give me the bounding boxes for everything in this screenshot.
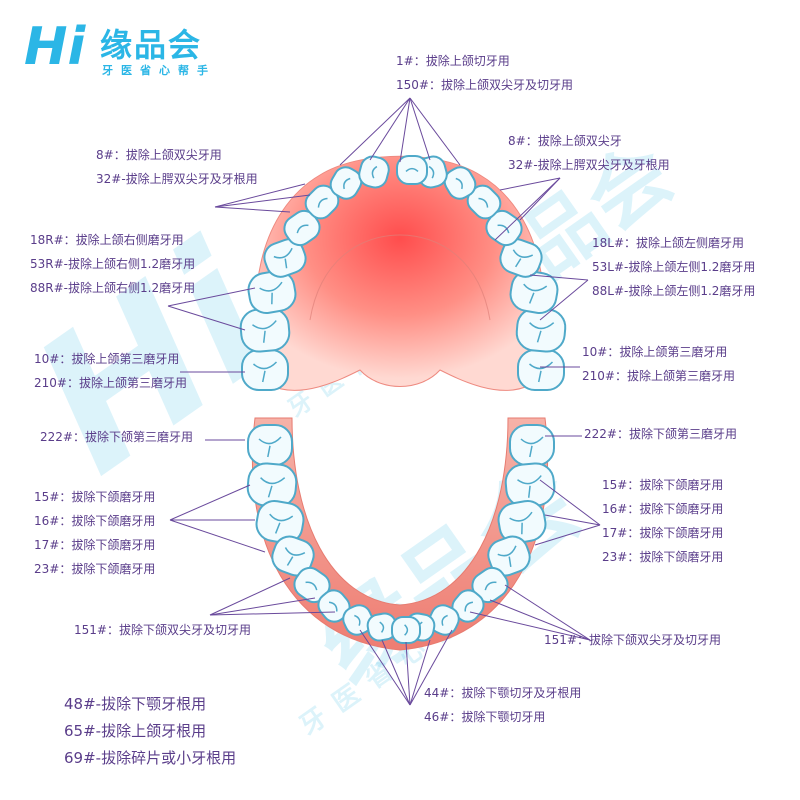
label-8-left: 8#：拔除上颌双尖牙用	[96, 148, 222, 162]
lower-tooth-center	[391, 616, 421, 644]
leader-r151-3	[469, 611, 591, 641]
leader-ulm-2	[167, 305, 246, 331]
label-210-right: 210#：拔除上颌第三磨牙用	[582, 369, 735, 383]
leader-ul-3	[214, 194, 311, 208]
leader-bottom-3	[409, 639, 431, 706]
label-210-left: 210#：拔除上颌第三磨牙用	[34, 376, 187, 390]
label-32-left: 32#-拔除上腭双尖牙及牙根用	[96, 172, 258, 186]
leader-llm-3	[169, 519, 266, 553]
label-18L: 18L#：拔除上颌左侧磨牙用	[592, 236, 745, 250]
label-53L: 53L#-拔除上颌左侧1.2磨牙用	[592, 260, 756, 274]
label-151-right: 151#：拔除下颌双尖牙及切牙用	[544, 633, 721, 647]
leader-ur-3	[494, 177, 561, 241]
label-150: 150#：拔除上颌双尖牙及切牙用	[396, 78, 573, 92]
lower-tooth-right-1	[509, 424, 555, 466]
leader-bottom-2	[405, 641, 411, 706]
label-23-left: 23#：拔除下颌磨牙用	[34, 562, 156, 576]
leader-r151-2	[489, 599, 591, 641]
label-16-right: 16#：拔除下颌磨牙用	[602, 502, 724, 516]
lower-tooth-left-3	[255, 499, 305, 545]
leader-ur-1	[499, 177, 561, 191]
leader-ulm-1	[167, 287, 256, 307]
upper-tooth-right-3	[509, 269, 559, 315]
label-16-left: 16#：拔除下颌磨牙用	[34, 514, 156, 528]
label-18R: 18R#：拔除上颌右侧磨牙用	[30, 233, 184, 247]
leader-lrm-1	[539, 479, 601, 526]
note-65: 65#-拔除上颌牙根用	[64, 722, 207, 740]
upper-tooth-left-7	[329, 166, 363, 200]
leader-top-1	[369, 97, 411, 161]
lower-tooth-right-2	[504, 462, 556, 508]
label-15-right: 15#：拔除下颌磨牙用	[602, 478, 724, 492]
leader-ul-1	[214, 183, 306, 208]
label-46: 46#：拔除下颚切牙用	[424, 710, 546, 724]
label-222-left: 222#：拔除下颌第三磨牙用	[40, 430, 193, 444]
lower-tooth-left-5	[293, 566, 331, 604]
label-44: 44#：拔除下颚切牙及牙根用	[424, 686, 582, 700]
label-53R: 53R#-拔除上颌右侧1.2磨牙用	[30, 257, 196, 271]
logo-mark-text: Hi	[24, 17, 87, 76]
label-17-right: 17#：拔除下颌磨牙用	[602, 526, 724, 540]
leader-bottom-1	[381, 639, 411, 706]
palate-ridge	[309, 234, 491, 321]
leader-urm-2	[539, 279, 589, 321]
label-32-right: 32#-拔除上腭双尖牙及牙根用	[508, 158, 670, 172]
leader-top-3	[409, 97, 431, 161]
label-23-right: 23#：拔除下颌磨牙用	[602, 550, 724, 564]
leader-llm-1	[169, 484, 251, 521]
lower-tooth-right-3	[497, 499, 547, 545]
label-88L: 88L#-拔除上颌左侧1.2磨牙用	[592, 284, 756, 298]
leader-r151-1	[504, 584, 591, 641]
label-15-left: 15#：拔除下颌磨牙用	[34, 490, 156, 504]
lower-tooth-left-7	[342, 604, 374, 636]
label-151-left: 151#：拔除下颌双尖牙及切牙用	[74, 623, 251, 637]
note-48: 48#-拔除下颚牙根用	[64, 695, 207, 713]
upper-tooth-left-8	[358, 155, 390, 189]
logo-title: 缘品会	[100, 26, 203, 64]
label-1: 1#：拔除上颌切牙用	[396, 54, 510, 68]
leader-bottom-0	[359, 629, 411, 706]
upper-tooth-left-1	[241, 349, 289, 391]
leader-lrm-3	[534, 524, 601, 546]
label-8-right: 8#：拔除上颌双尖牙	[508, 134, 622, 148]
leader-l151-3	[209, 611, 336, 616]
label-10-left: 10#：拔除上颌第三磨牙用	[34, 352, 180, 366]
upper-tooth-left-4	[263, 238, 307, 278]
lower-tooth-right-7	[428, 604, 460, 636]
upper-tooth-right-1	[517, 349, 565, 391]
leader-top-2	[399, 97, 411, 163]
upper-tooth-right-7	[443, 166, 477, 200]
leader-urm-1	[529, 274, 589, 281]
teeth-group	[239, 155, 567, 644]
lower-tooth-left-1	[247, 424, 293, 466]
upper-palate	[255, 155, 545, 391]
note-69: 69#-拔除碎片或小牙根用	[64, 749, 237, 767]
label-10-right: 10#：拔除上颌第三磨牙用	[582, 345, 728, 359]
upper-tooth-center	[396, 155, 428, 185]
leader-bottom-4	[409, 629, 453, 706]
lower-tooth-left-2	[246, 462, 298, 508]
leader-lines	[167, 97, 601, 706]
leader-ul-2	[214, 206, 291, 213]
upper-tooth-left-3	[247, 269, 297, 315]
lower-tooth-right-4	[487, 535, 531, 577]
logo-subtitle: 牙医省心帮手	[102, 64, 216, 77]
leader-lrm-2	[544, 514, 601, 526]
upper-tooth-left-2	[239, 307, 291, 353]
label-222-right: 222#：拔除下颌第三磨牙用	[584, 427, 737, 441]
label-88R: 88R#-拔除上颌右侧1.2磨牙用	[30, 281, 196, 295]
leader-top-4	[409, 97, 461, 166]
leader-l151-1	[209, 577, 291, 616]
leader-l151-2	[209, 597, 316, 616]
logo-mark-icon: Hi	[24, 17, 87, 76]
lower-tooth-left-4	[271, 535, 315, 577]
leader-top-0	[339, 97, 411, 166]
label-17-left: 17#：拔除下颌磨牙用	[34, 538, 156, 552]
upper-tooth-right-4	[499, 238, 543, 278]
